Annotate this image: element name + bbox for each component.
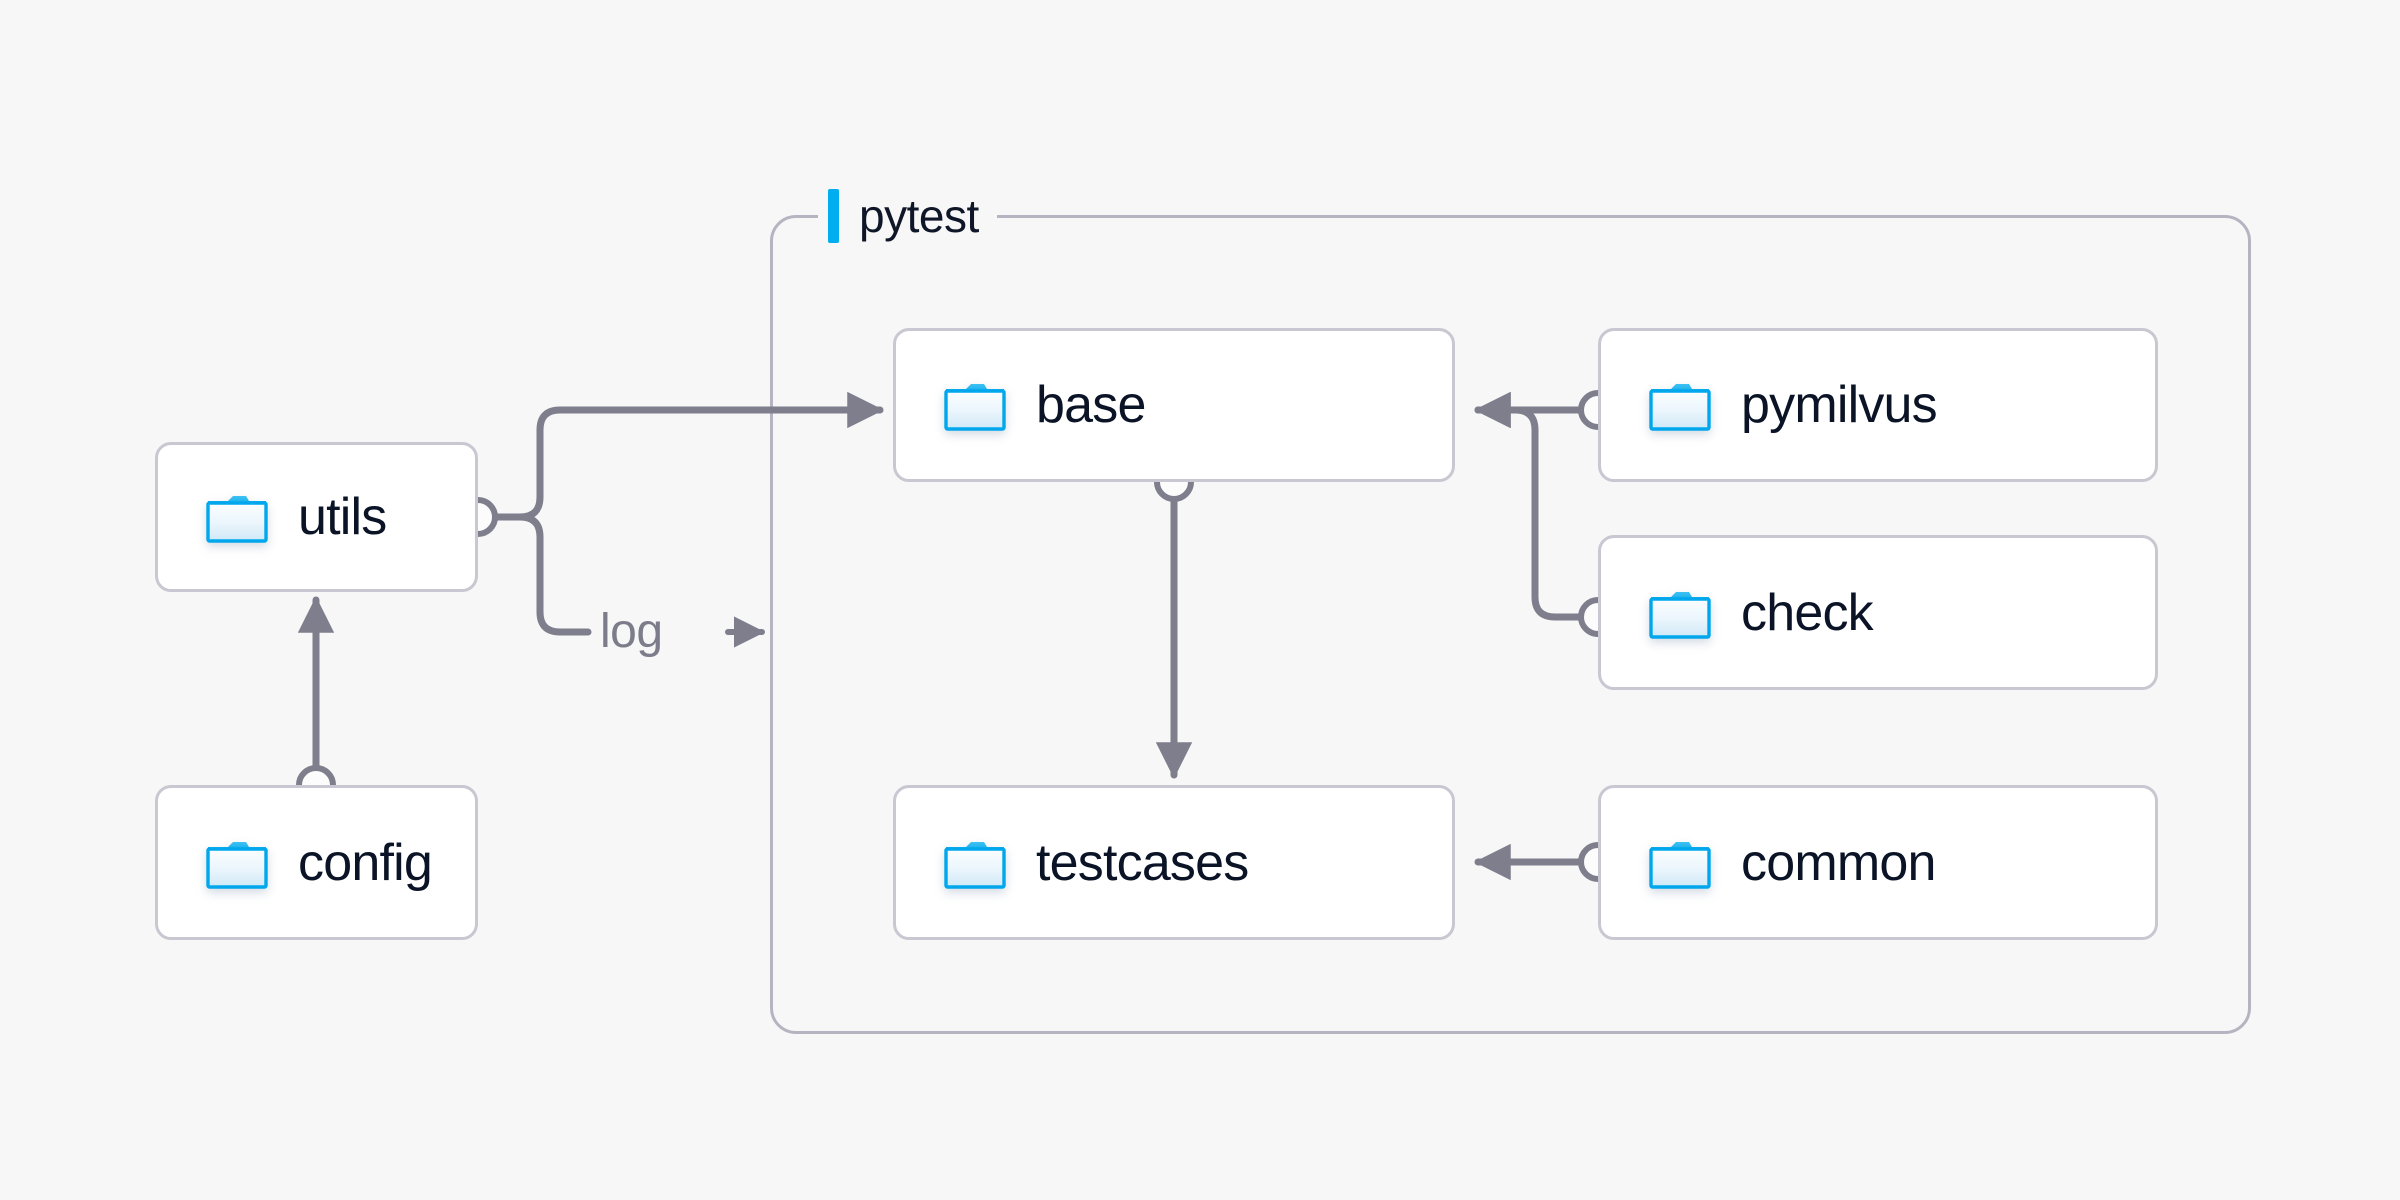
node-config[interactable]: config bbox=[155, 785, 478, 940]
folder-icon bbox=[1649, 379, 1711, 431]
folder-icon bbox=[1649, 837, 1711, 889]
folder-icon bbox=[1649, 587, 1711, 639]
node-utils[interactable]: utils bbox=[155, 442, 478, 592]
edge-label-log: log bbox=[600, 605, 663, 658]
node-pymilvus[interactable]: pymilvus bbox=[1598, 328, 2158, 482]
folder-icon bbox=[944, 379, 1006, 431]
edge-utils-to-log bbox=[516, 513, 592, 636]
group-label-text: pytest bbox=[859, 190, 979, 242]
folder-icon bbox=[944, 837, 1006, 889]
group-label-pytest: pytest bbox=[818, 188, 997, 244]
folder-icon bbox=[206, 837, 268, 889]
node-label: config bbox=[298, 833, 433, 892]
node-label: utils bbox=[298, 488, 387, 546]
node-label: pymilvus bbox=[1741, 376, 1938, 434]
node-testcases[interactable]: testcases bbox=[893, 785, 1455, 940]
node-label: base bbox=[1036, 376, 1146, 434]
group-container-pytest[interactable] bbox=[770, 215, 2251, 1034]
node-common[interactable]: common bbox=[1598, 785, 2158, 940]
node-check[interactable]: check bbox=[1598, 535, 2158, 690]
node-label: check bbox=[1741, 583, 1874, 642]
node-label: common bbox=[1741, 833, 1936, 892]
node-label: testcases bbox=[1036, 833, 1249, 892]
node-base[interactable]: base bbox=[893, 328, 1455, 482]
group-accent-bar bbox=[828, 189, 839, 243]
folder-icon bbox=[206, 491, 268, 543]
